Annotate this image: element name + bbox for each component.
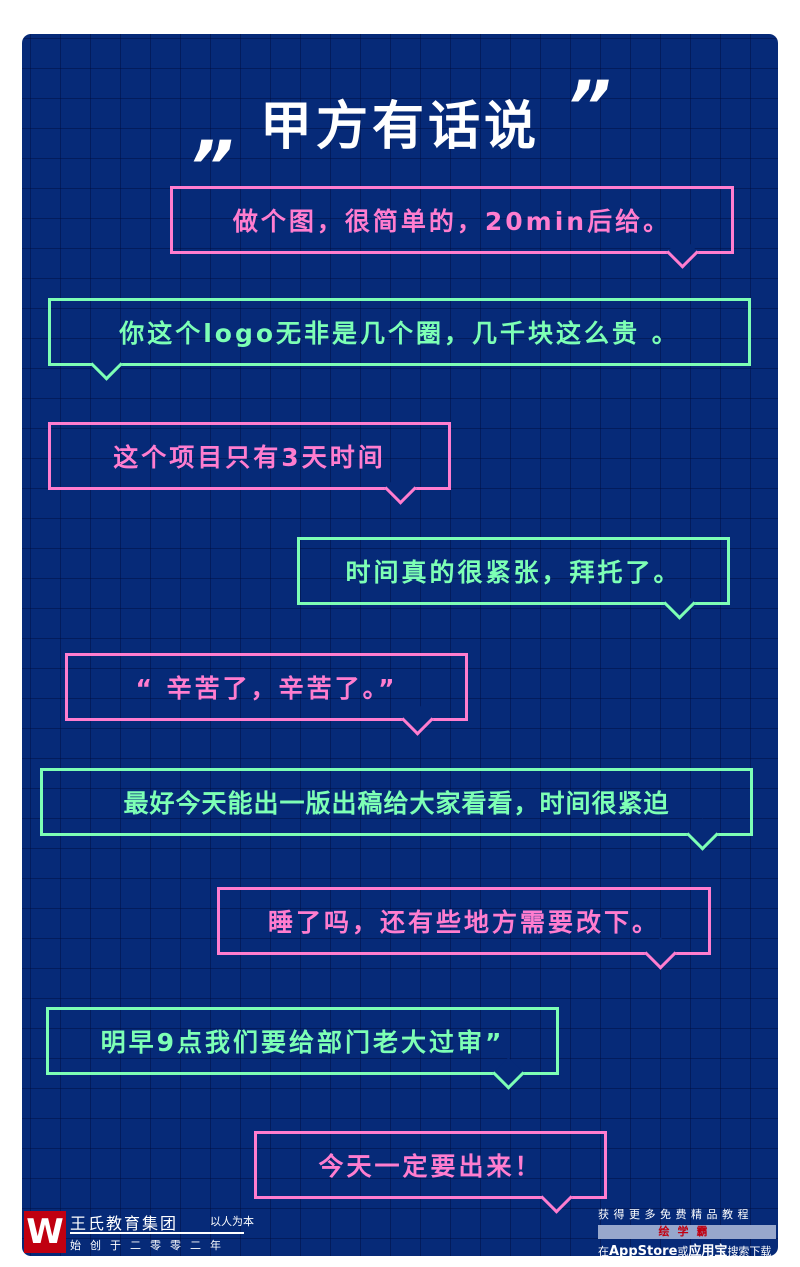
open-quote-mark: „ xyxy=(196,88,242,170)
speech-bubble: 明早9点我们要给部门老大过审” xyxy=(46,1007,559,1090)
brand-name: 王氏教育集团 xyxy=(70,1214,179,1233)
speech-bubble: 睡了吗，还有些地方需要改下。 xyxy=(217,887,711,970)
bubble-text: 睡了吗，还有些地方需要改下。 xyxy=(267,908,660,937)
speech-bubble: 时间真的很紧张，拜托了。 xyxy=(297,537,730,620)
brand-logo: W xyxy=(24,1211,66,1253)
divider xyxy=(70,1232,244,1234)
bubble-text: 这个项目只有3天时间 xyxy=(113,443,386,472)
appstore-label: AppStore xyxy=(609,1244,678,1259)
bubble-text: 时间真的很紧张，拜托了。 xyxy=(345,558,682,587)
bubble-text: 今天一定要出来！ xyxy=(318,1152,543,1181)
speech-bubble: 最好今天能出一版出稿给大家看看，时间很紧迫 xyxy=(40,768,753,851)
download-text: 搜索下载 xyxy=(727,1245,772,1258)
download-line: 在AppStore或应用宝搜索下载 xyxy=(598,1240,778,1259)
download-text: 或 xyxy=(677,1245,689,1258)
bubble-text: 你这个logo无非是几个圈，几千块这么贵 。 xyxy=(119,319,680,348)
page-title: 甲方有话说 xyxy=(259,97,540,157)
brand-since: 始创于二零零二年 xyxy=(70,1239,230,1252)
download-text: 在 xyxy=(598,1245,609,1258)
bubble-text: 做个图，很简单的，20min后给。 xyxy=(232,207,672,236)
app-name-banner: 绘学霸 xyxy=(598,1225,776,1239)
speech-bubble: 今天一定要出来！ xyxy=(254,1131,607,1214)
promo-line: 获得更多免费精品教程 xyxy=(598,1208,753,1221)
bubble-text: 最好今天能出一版出稿给大家看看，时间很紧迫 xyxy=(123,789,670,818)
yingyongbao-label: 应用宝 xyxy=(688,1244,728,1259)
poster-card xyxy=(22,34,778,1256)
close-quote-mark: ” xyxy=(566,66,612,148)
speech-bubble: 这个项目只有3天时间 xyxy=(48,422,451,505)
bubble-text: “ 辛苦了，辛苦了。” xyxy=(135,674,398,703)
speech-bubble: 做个图，很简单的，20min后给。 xyxy=(170,186,734,269)
brand-slogan: 以人为本 xyxy=(210,1215,254,1228)
speech-bubble: 你这个logo无非是几个圈，几千块这么贵 。 xyxy=(48,298,751,381)
bubble-text: 明早9点我们要给部门老大过审” xyxy=(100,1028,505,1057)
speech-bubble: “ 辛苦了，辛苦了。” xyxy=(65,653,468,736)
footer-app-promo: 获得更多免费精品教程 绘学霸 在AppStore或应用宝搜索下载 xyxy=(598,1206,778,1259)
